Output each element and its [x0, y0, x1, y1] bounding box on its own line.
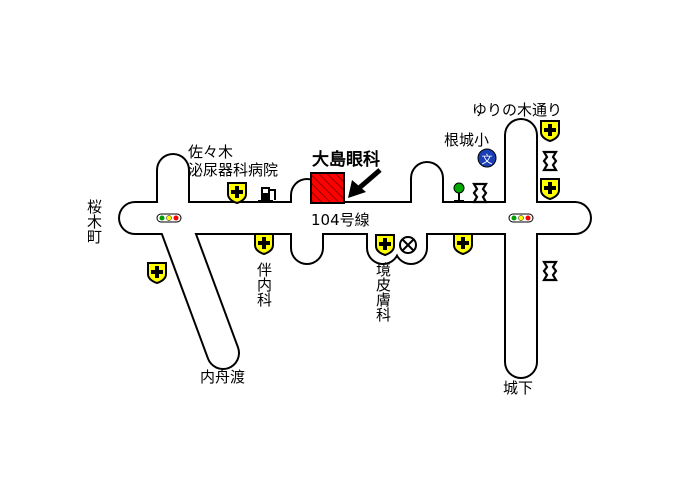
shrine-icon	[472, 182, 488, 204]
tree-icon	[453, 182, 465, 202]
school-label: 根城小	[444, 131, 489, 149]
hospital-cross-shield-icon	[254, 233, 274, 255]
road-label-104: 104号線	[311, 211, 370, 229]
traffic-light-icon	[508, 213, 534, 223]
clinic-label-sasaki-1: 佐々木	[188, 143, 233, 161]
destination-building[interactable]	[310, 172, 345, 204]
svg-text:文: 文	[482, 152, 493, 166]
destination-label: 大島眼科	[312, 149, 380, 170]
hospital-cross-shield-icon	[540, 120, 560, 142]
clinic-label-sakai: 境皮膚科	[374, 261, 392, 322]
hospital-cross-shield-icon	[375, 234, 395, 256]
hospital-cross-shield-icon	[147, 262, 167, 284]
place-label-uchifune: 内舟渡	[200, 368, 245, 386]
place-label-shiroshita: 城下	[503, 379, 533, 397]
hospital-cross-shield-icon	[227, 182, 247, 204]
shrine-icon	[542, 150, 558, 172]
school-icon: 文	[477, 148, 497, 168]
gas-station-icon	[258, 187, 276, 203]
shrine-icon	[542, 260, 558, 282]
place-label-sakuragi: 桜木町	[85, 199, 103, 244]
clinic-label-ban: 伴内科	[255, 262, 273, 307]
police-box-icon	[399, 236, 417, 254]
hospital-cross-shield-icon	[453, 233, 473, 255]
traffic-light-icon	[156, 213, 182, 223]
street-label-yurinoki: ゆりの木通り	[472, 101, 562, 119]
arrow-icon	[348, 168, 382, 198]
hospital-cross-shield-icon	[540, 178, 560, 200]
clinic-label-sasaki-2: 泌尿器科病院	[188, 161, 278, 179]
